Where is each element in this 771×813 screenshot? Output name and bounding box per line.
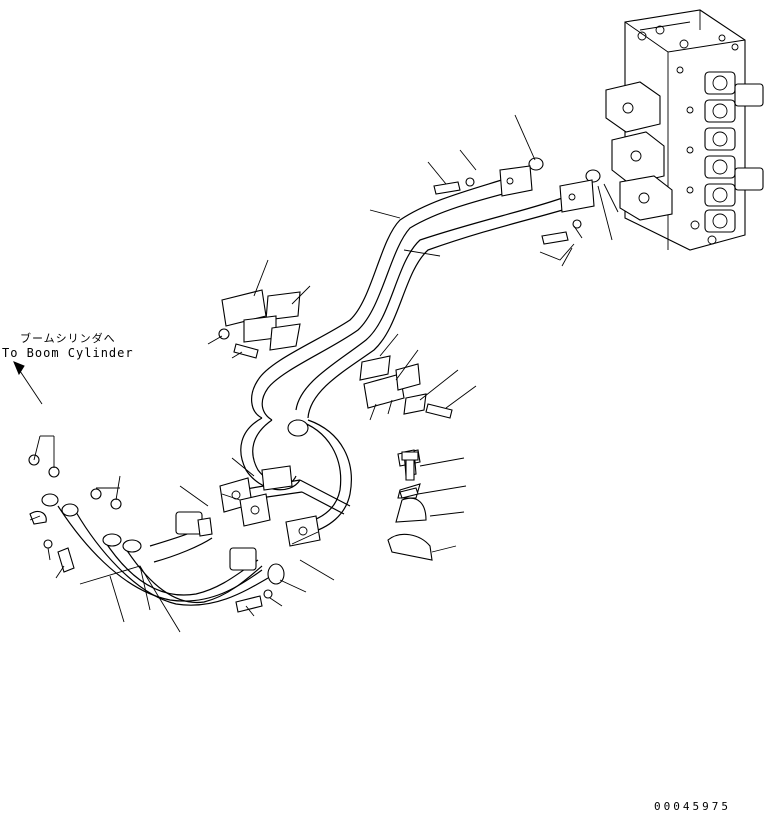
arrow-head	[13, 361, 25, 376]
drawing-number: 00045975	[654, 800, 731, 813]
hoses	[28, 454, 285, 613]
main-tubes	[251, 165, 595, 421]
leader-lines	[17, 114, 619, 633]
bolts-right	[399, 451, 419, 499]
destination-label-jp: ブームシリンダへ	[20, 332, 116, 345]
control-valve	[528, 9, 764, 251]
destination-label-en: To Boom Cylinder	[2, 346, 134, 360]
clamps-mid	[218, 289, 453, 419]
lower-pipes	[219, 417, 433, 561]
